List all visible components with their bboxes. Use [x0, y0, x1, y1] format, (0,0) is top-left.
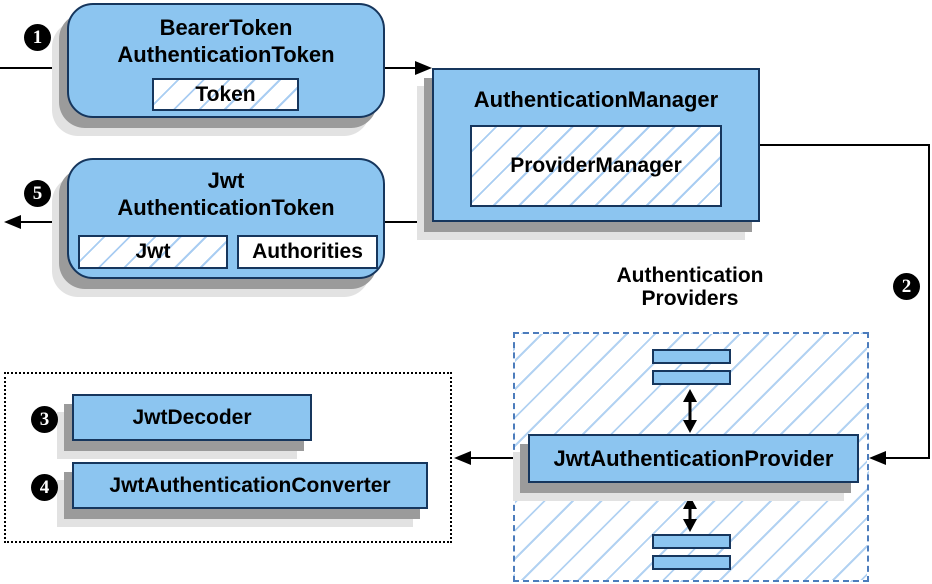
provider-manager-field: ProviderManager [470, 125, 722, 207]
provider-placeholder-bar [652, 349, 731, 364]
jwt-decoder-node: JwtDecoder [72, 394, 312, 441]
token-field: Token [152, 78, 299, 111]
jwt-authentication-converter-label: JwtAuthenticationConverter [109, 473, 391, 497]
jwt-token-title-line1: Jwt [207, 168, 245, 193]
provider-placeholder-bar [652, 534, 731, 549]
authorities-field-label: Authorities [252, 240, 363, 263]
arrow-bearer-to-manager [385, 61, 432, 75]
authentication-manager-title: AuthenticationManager [473, 87, 719, 112]
step-2-number: 2 [901, 275, 912, 297]
decoder-converter-group-box [4, 372, 452, 543]
jwt-authentication-provider-node: JwtAuthenticationProvider [528, 434, 859, 483]
authentication-providers-label: Authentication Providers [545, 264, 835, 310]
jwt-field-label: Jwt [135, 240, 171, 263]
jwt-field: Jwt [78, 235, 228, 269]
step-4-badge-icon: 4 [31, 474, 58, 501]
step-1-badge-icon: 1 [24, 24, 51, 51]
provider-manager-label: ProviderManager [510, 154, 682, 177]
arrow-jwt-token-outgoing [4, 215, 67, 229]
step-4-number: 4 [39, 476, 50, 498]
provider-placeholder-bar [652, 370, 731, 385]
step-5-badge-icon: 5 [24, 180, 51, 207]
authentication-providers-label-line1: Authentication [616, 264, 764, 287]
authentication-providers-label-line2: Providers [641, 287, 739, 310]
step-2-badge-icon: 2 [893, 273, 920, 300]
token-field-label: Token [195, 82, 256, 106]
step-5-number: 5 [32, 182, 43, 204]
authorities-field: Authorities [237, 235, 378, 269]
bearer-token-title-line2: AuthenticationToken [117, 42, 335, 67]
jwt-authentication-converter-node: JwtAuthenticationConverter [72, 462, 428, 509]
jwt-authentication-provider-label: JwtAuthenticationProvider [553, 445, 834, 471]
step-1-number: 1 [32, 26, 43, 48]
provider-placeholder-bar [652, 555, 731, 570]
jwt-decoder-label: JwtDecoder [132, 405, 252, 429]
jwt-token-title-line2: AuthenticationToken [117, 195, 335, 220]
step-3-number: 3 [39, 408, 50, 430]
bearer-token-title-line1: BearerToken [159, 15, 293, 40]
step-3-badge-icon: 3 [31, 406, 58, 433]
